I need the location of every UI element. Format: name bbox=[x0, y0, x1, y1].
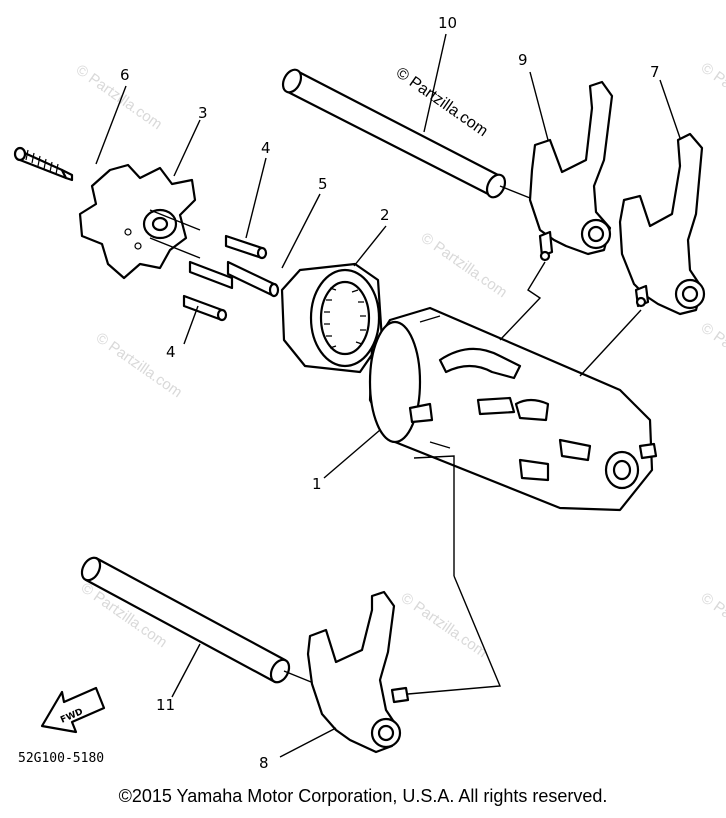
callout-1: 1 bbox=[312, 475, 322, 493]
part-9-fork bbox=[528, 80, 614, 262]
callout-8: 8 bbox=[259, 754, 269, 772]
callout-9: 9 bbox=[518, 51, 528, 69]
watermark: © Partzilla.com bbox=[73, 61, 166, 133]
diagram-part-code: 52G100-5180 bbox=[18, 751, 104, 766]
callout-4-upper: 4 bbox=[261, 139, 271, 157]
part-10-shaft bbox=[281, 68, 536, 201]
part-1-shift-drum bbox=[368, 306, 658, 512]
callout-6: 6 bbox=[120, 66, 130, 84]
watermark: © Partzilla.com bbox=[93, 329, 186, 401]
callout-11: 11 bbox=[156, 696, 175, 714]
watermark: © Partzilla.com bbox=[698, 589, 726, 661]
part-4-pin-lower bbox=[182, 294, 228, 322]
callout-2: 2 bbox=[380, 206, 390, 224]
callout-3: 3 bbox=[198, 104, 208, 122]
part-6-screw bbox=[13, 146, 74, 182]
callout-4-lower: 4 bbox=[166, 343, 176, 361]
watermark: © Partzilla.com bbox=[698, 319, 726, 391]
part-5-pin bbox=[188, 260, 280, 298]
exploded-parts-diagram: © Partzilla.com © Partzilla.com © Partzi… bbox=[13, 14, 726, 772]
leader-lines bbox=[95, 33, 681, 758]
watermark: © Partzilla.com bbox=[698, 59, 726, 131]
fwd-arrow: FWD bbox=[40, 686, 106, 734]
callout-7: 7 bbox=[650, 63, 660, 81]
part-8-fork bbox=[306, 590, 410, 754]
watermark: © Partzilla.com bbox=[398, 589, 491, 661]
part-7-fork bbox=[618, 132, 706, 316]
copyright-notice: ©2015 Yamaha Motor Corporation, U.S.A. A… bbox=[118, 786, 608, 806]
part-2-bearing bbox=[280, 262, 384, 374]
callout-10: 10 bbox=[438, 14, 457, 32]
callout-numbers: 10 9 7 6 3 4 5 2 4 1 11 8 bbox=[120, 14, 660, 772]
part-3-segment bbox=[78, 163, 201, 280]
watermark: © Partzilla.com bbox=[418, 229, 511, 301]
part-4-pin-upper bbox=[224, 234, 268, 260]
callout-5: 5 bbox=[318, 175, 328, 193]
part-11-shaft bbox=[80, 556, 317, 685]
